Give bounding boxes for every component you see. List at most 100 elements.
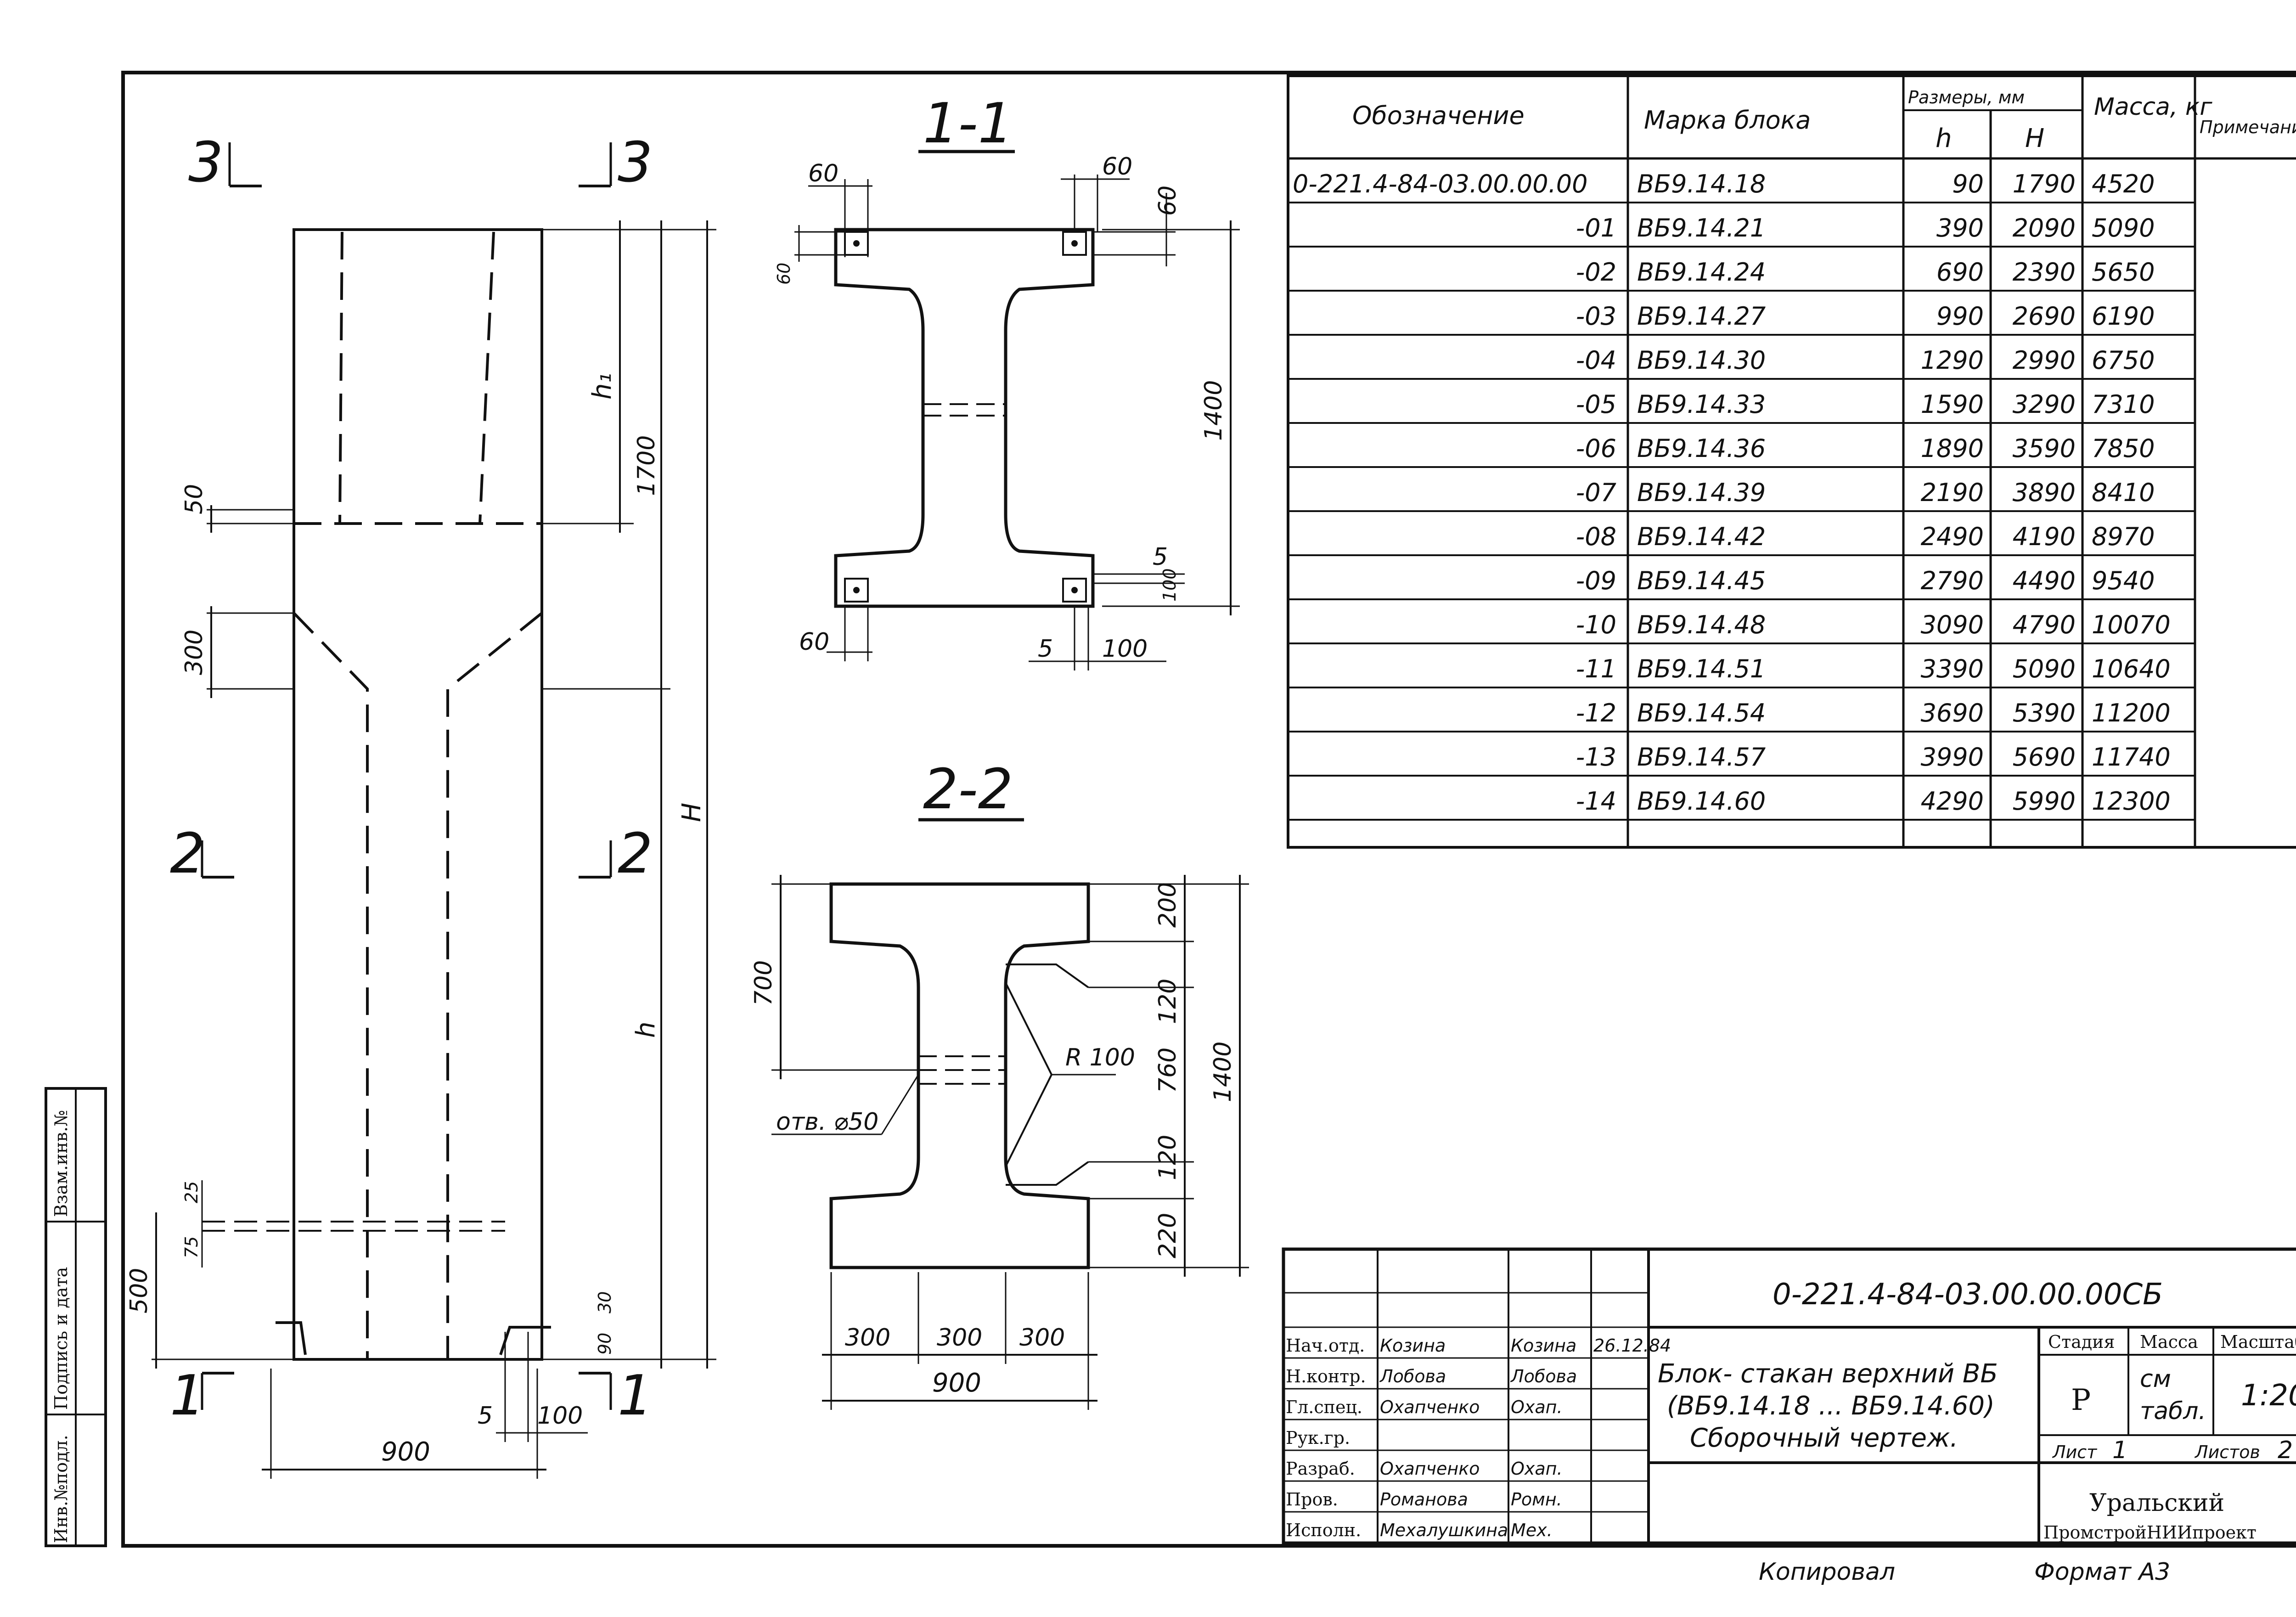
role-sign: Козина <box>1511 1335 1576 1356</box>
stage-label: Стадия <box>2048 1332 2115 1352</box>
role-name: Козина <box>1380 1335 1446 1356</box>
table-cell-H: 5990 <box>2013 787 2076 816</box>
table-cell-h: 90 <box>1952 169 1984 198</box>
table-cell-H: 5090 <box>2013 654 2076 683</box>
table-cell-designation: -13 <box>1576 743 1616 772</box>
svg-text:760: 760 <box>1154 1048 1182 1093</box>
stamp-vzam-inv: Взам.инв.№ <box>51 1110 71 1217</box>
svg-text:220: 220 <box>1154 1213 1182 1258</box>
table-cell-h: 4290 <box>1921 787 1984 816</box>
table-cell-designation: -03 <box>1576 302 1616 331</box>
role-name: Романова <box>1380 1489 1468 1510</box>
table-cell-mass: 10070 <box>2092 610 2171 639</box>
table-cell-h: 3090 <box>1921 610 1984 639</box>
table-cell-H: 3890 <box>2013 478 2076 507</box>
table-cell-designation: -12 <box>1576 699 1616 727</box>
scale-value: 1:20 <box>2241 1379 2296 1413</box>
mass-label: Масса <box>2140 1332 2198 1352</box>
table-cell-designation: -01 <box>1576 214 1616 242</box>
svg-text:60: 60 <box>1154 186 1182 216</box>
role-sign: Лобова <box>1510 1366 1577 1386</box>
svg-text:900: 900 <box>932 1368 981 1398</box>
svg-text:1700: 1700 <box>633 435 660 496</box>
table-cell-mark: ВБ9.14.30 <box>1637 346 1766 375</box>
table-cell-mark: ВБ9.14.18 <box>1637 169 1766 198</box>
role-sign: Мех. <box>1511 1520 1553 1540</box>
cut-mark-3-right: 3 <box>579 131 653 195</box>
svg-text:h: h <box>631 1022 661 1038</box>
table-cell-mark: ВБ9.14.33 <box>1637 390 1766 419</box>
table-cell-H: 2690 <box>2013 302 2076 331</box>
table-cell-H: 1790 <box>2013 169 2076 198</box>
table-cell-designation: -14 <box>1576 787 1616 816</box>
role-label: Гл.спец. <box>1286 1397 1362 1417</box>
role-sign: Ромн. <box>1511 1489 1562 1510</box>
side-stamp-strip: Взам.инв.№ Подпись и дата Инв.№подл. <box>45 1087 107 1547</box>
hdr-mark: Марка блока <box>1644 106 1811 135</box>
table-cell-h: 3990 <box>1921 743 1984 772</box>
sheet-frame: 68 <box>121 71 2296 1548</box>
table-cell-designation: -10 <box>1576 610 1616 639</box>
table-cell-mark: ВБ9.14.54 <box>1637 699 1766 727</box>
table-cell-H: 2390 <box>2013 258 2076 287</box>
svg-text:5: 5 <box>478 1402 493 1430</box>
table-cell-mark: ВБ9.14.21 <box>1637 214 1766 242</box>
role-sign: Охап. <box>1511 1459 1563 1479</box>
hdr-mass: Масса, кг <box>2094 93 2212 121</box>
sheet-label: Лист <box>2052 1442 2098 1462</box>
table-cell-mark: ВБ9.14.45 <box>1637 566 1766 595</box>
svg-text:60: 60 <box>799 628 829 656</box>
table-cell-designation: -08 <box>1576 522 1616 551</box>
table-cell-mass: 9540 <box>2092 566 2155 595</box>
role-label: Нач.отд. <box>1286 1335 1365 1356</box>
table-cell-designation: -05 <box>1576 390 1616 419</box>
table-cell-h: 2190 <box>1921 478 1984 507</box>
role-name: Охапченко <box>1380 1459 1480 1479</box>
hdr-note: Примечание <box>2200 117 2296 137</box>
table-cell-h: 2790 <box>1921 566 1984 595</box>
table-cell-mass: 5090 <box>2092 214 2155 242</box>
table-cell-designation: -11 <box>1576 654 1616 683</box>
elevation-view: 3 3 2 2 1 1 h₁ <box>125 131 716 1479</box>
org-line-2: ПромстройНИИпроект <box>2043 1522 2257 1543</box>
footer-copied: Копировал <box>1759 1558 1895 1586</box>
sheet-number: 1 <box>2112 1437 2127 1464</box>
table-cell-mass: 12300 <box>2092 787 2171 816</box>
cut-mark-2-right: 2 <box>579 822 653 886</box>
elevation-right-dims: h₁ 1700 H h 30 90 <box>542 220 716 1369</box>
svg-text:3: 3 <box>188 131 223 195</box>
table-cell-mass: 7850 <box>2092 434 2155 463</box>
cut-mark-3-left: 3 <box>188 131 262 195</box>
hdr-dims: Размеры, мм <box>1908 87 2025 107</box>
role-name: Мехалушкина <box>1380 1520 1508 1540</box>
svg-text:50: 50 <box>180 484 208 514</box>
svg-text:100: 100 <box>537 1402 583 1430</box>
table-cell-mass: 11740 <box>2092 743 2171 772</box>
table-cell-mass: 11200 <box>2092 699 2171 727</box>
table-cell-h: 3390 <box>1921 654 1984 683</box>
cut-mark-1-right: 1 <box>579 1364 653 1428</box>
stamp-podpis-data: Подпись и дата <box>51 1267 71 1410</box>
svg-text:5: 5 <box>1038 635 1053 663</box>
section-1-1: 1-1 1400 60 60 60 60 5 100 6 <box>774 92 1240 670</box>
table-cell-mark: ВБ9.14.60 <box>1637 787 1766 816</box>
svg-text:500: 500 <box>125 1268 153 1313</box>
table-cell-h: 1290 <box>1921 346 1984 375</box>
svg-text:100: 100 <box>1102 635 1148 663</box>
org-line-1: Уральский <box>2089 1489 2224 1517</box>
svg-text:H: H <box>677 803 707 822</box>
stage-value: Р <box>2071 1383 2091 1417</box>
role-label: Разраб. <box>1286 1459 1355 1479</box>
table-cell-designation: -07 <box>1576 478 1616 507</box>
svg-text:100: 100 <box>1159 568 1180 602</box>
spec-table: Обозначение Марка блока Размеры, мм h H … <box>1287 74 2296 849</box>
svg-text:300: 300 <box>937 1324 982 1352</box>
svg-text:60: 60 <box>1102 153 1132 180</box>
mass-value-2: табл. <box>2140 1397 2206 1425</box>
table-cell-mass: 8410 <box>2092 478 2155 507</box>
footer-format: Формат А3 <box>2034 1558 2170 1586</box>
role-label: Рук.гр. <box>1286 1428 1350 1448</box>
